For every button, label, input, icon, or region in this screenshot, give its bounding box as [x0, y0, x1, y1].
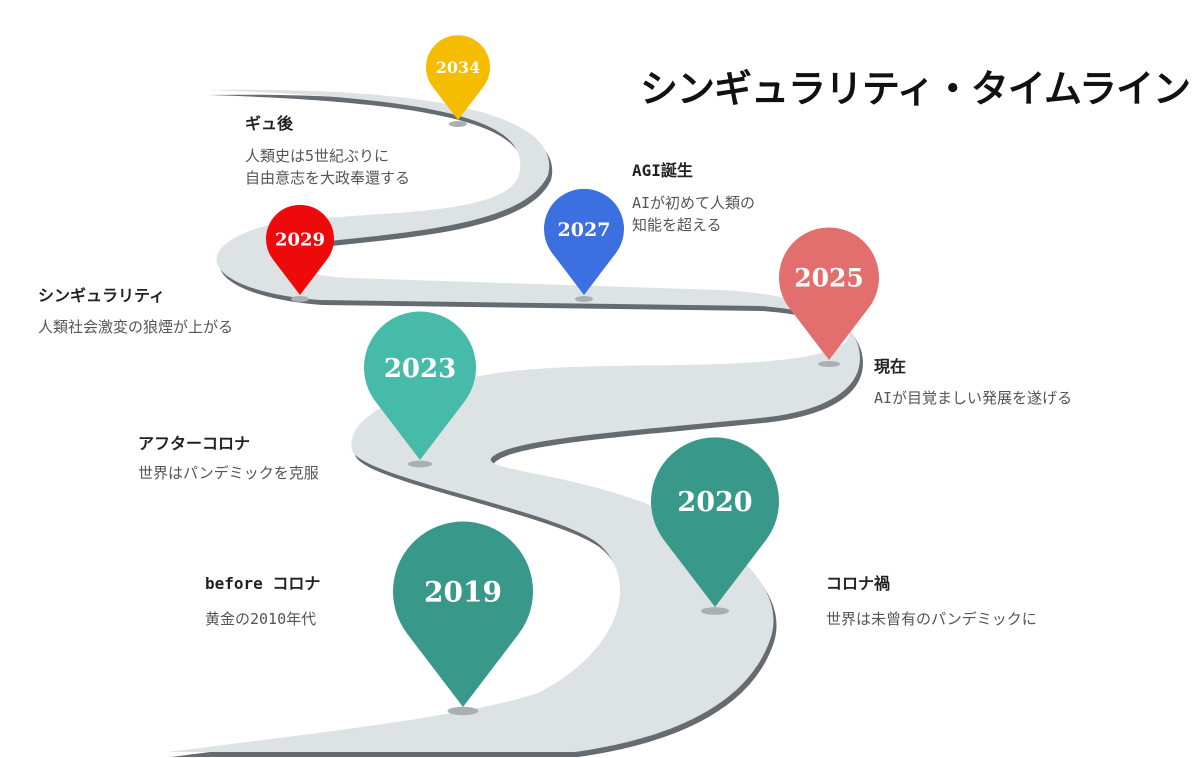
page-title: シンギュラリティ・タイムライン [640, 67, 1191, 111]
event-heading-2034: ギュ後 [245, 114, 294, 133]
pin-year-label: 2019 [424, 576, 502, 609]
event-heading-2019: before コロナ [205, 574, 321, 593]
pin-2020: 2020 [651, 437, 779, 615]
event-description-line: 知能を超える [632, 216, 722, 234]
road [168, 89, 860, 752]
pin-marker-icon [779, 227, 879, 360]
event-heading-2027: AGI誕生 [632, 161, 693, 180]
event-description-line: 自由意志を大政奉還する [245, 169, 411, 187]
event-description-2027: AIが初めて人類の 知能を超える [632, 192, 755, 236]
event-description-line: AIが目覚ましい発展を遂げる [874, 389, 1073, 407]
event-heading-2020: コロナ禍 [826, 574, 891, 593]
pin-marker-icon [651, 437, 779, 607]
pin-shadow [407, 460, 433, 468]
pin-shadow [575, 296, 593, 302]
pin-shadow [700, 607, 730, 615]
event-heading-2023: アフターコロナ [138, 434, 251, 453]
event-description-2025: AIが目覚ましい発展を遂げる [874, 387, 1072, 409]
pin-shadow [449, 121, 467, 127]
event-description-line: 世界は未曾有のパンデミックに [826, 610, 1037, 628]
event-heading-2025: 現在 [874, 357, 907, 376]
pin-2034: 2034 [426, 35, 490, 127]
event-description-2029: 人類社会激変の狼煙が上がる [38, 316, 233, 338]
pin-shadow [447, 706, 479, 716]
pin-marker-icon [426, 35, 490, 120]
pin-year-label: 2027 [558, 219, 611, 241]
pin-marker-icon [266, 204, 334, 295]
pin-2019: 2019 [393, 521, 533, 716]
event-description-line: 人類社会激変の狼煙が上がる [38, 318, 234, 336]
pin-year-label: 2029 [275, 229, 325, 250]
event-heading-2029: シンギュラリティ [38, 286, 166, 305]
pin-year-label: 2034 [436, 58, 481, 77]
pin-marker-icon [544, 188, 624, 295]
event-description-line: AIが初めて人類の [632, 194, 756, 212]
pin-marker-icon [364, 311, 477, 460]
pin-2023: 2023 [364, 311, 477, 468]
event-description-2020: 世界は未曾有のパンデミックに [826, 608, 1037, 630]
event-description-line: 黄金の2010年代 [205, 610, 317, 628]
pin-year-label: 2020 [677, 487, 752, 518]
pin-shadow [818, 361, 840, 367]
pin-2025: 2025 [779, 227, 879, 367]
pin-year-label: 2025 [794, 264, 864, 293]
pin-shadow [291, 296, 309, 302]
event-description-line: 世界はパンデミックを克服 [138, 464, 319, 482]
pin-year-label: 2023 [384, 354, 456, 384]
event-description-2034: 人類史は5世紀ぶりに 自由意志を大政奉還する [245, 145, 410, 189]
event-description-2023: 世界はパンデミックを克服 [138, 462, 319, 484]
pin-2027: 2027 [544, 188, 624, 302]
pin-2029: 2029 [266, 204, 334, 302]
event-description-line: 人類史は5世紀ぶりに [245, 147, 390, 165]
event-description-2019: 黄金の2010年代 [205, 608, 316, 630]
pin-marker-icon [393, 521, 533, 707]
